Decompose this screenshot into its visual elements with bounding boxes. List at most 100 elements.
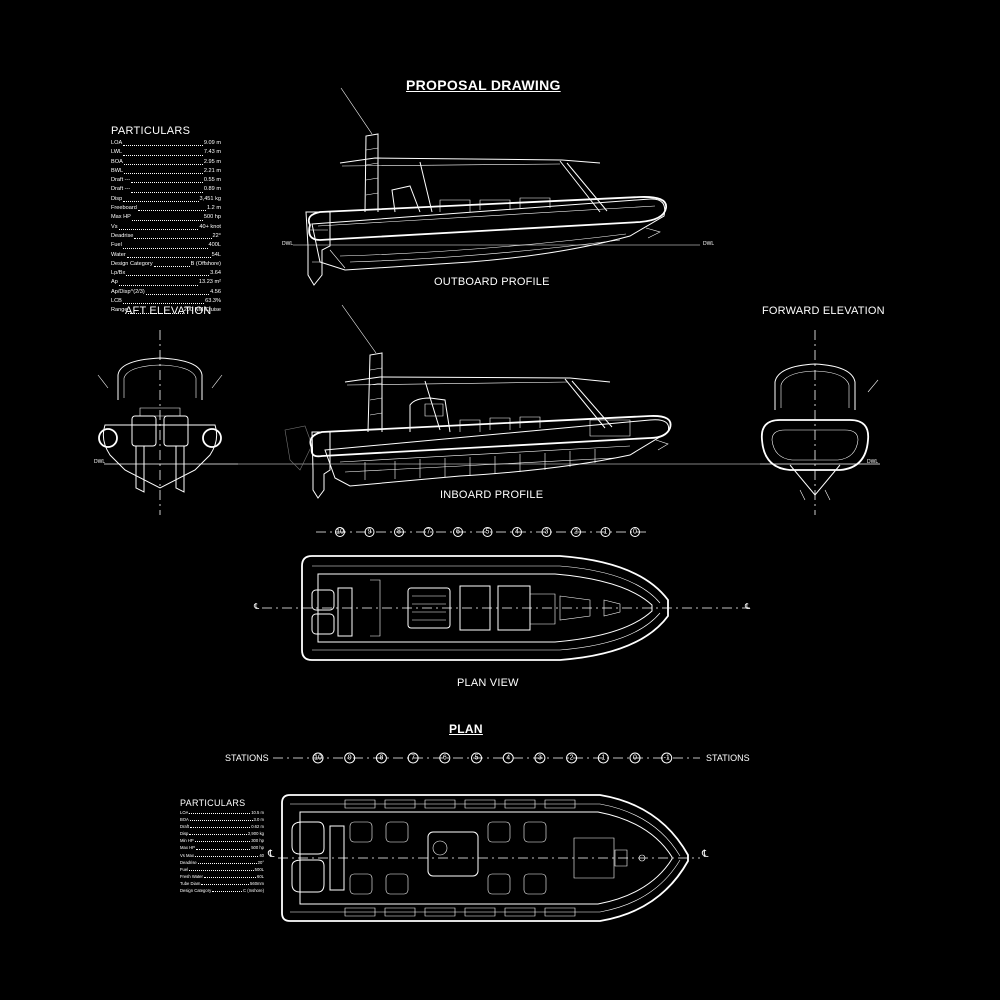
dwl-label: DWL	[282, 241, 294, 247]
transom-deck	[330, 826, 344, 890]
particulars-row-value: 0.89 m	[203, 186, 221, 193]
station-marker	[535, 753, 545, 763]
forward-elevation-drawing	[760, 330, 880, 515]
station-marker	[440, 753, 450, 763]
particulars-row-label: LOA	[180, 810, 189, 815]
particulars-row-label: Disp	[180, 831, 189, 837]
station-number: 6	[456, 529, 460, 536]
particulars-row-value: 3.64	[210, 270, 221, 277]
dwl-label: DWL	[703, 241, 715, 247]
particulars-row-value: B (Offshore)	[190, 260, 221, 267]
particulars-row-value: 63.3%	[205, 298, 221, 305]
t-top-roof	[340, 158, 600, 163]
station-number: 2	[574, 529, 578, 536]
particulars-row-label: Fuel	[180, 866, 189, 872]
console	[392, 186, 420, 212]
console	[410, 398, 450, 432]
particulars-row-label: Freeboard	[111, 205, 137, 212]
aft-elevation-drawing	[98, 330, 238, 515]
particulars-row-value: 7.43 m	[203, 149, 221, 156]
t-top-post	[368, 353, 382, 432]
station-marker	[630, 753, 640, 763]
particulars-title: PARTICULARS	[111, 125, 191, 137]
particulars-row-label: Tube Diam	[180, 880, 201, 886]
particulars-row-value: 300 hp	[251, 838, 264, 844]
outboard-motors	[136, 446, 184, 492]
particulars-row-value: C (Inshore)	[243, 888, 264, 894]
station-number: 8	[379, 755, 383, 762]
station-marker	[503, 753, 513, 763]
station-marker	[472, 753, 482, 763]
station-number: 2	[570, 755, 574, 762]
station-number: 0	[633, 529, 637, 536]
particulars-row-label: Ap/Disp^(2/3)	[111, 288, 145, 295]
station-number: 9	[348, 755, 352, 762]
seat	[132, 416, 156, 446]
particulars-row: Draft ---0.89 m	[111, 185, 221, 194]
particulars-row-value: 40	[259, 852, 264, 858]
station-number: 0	[633, 755, 637, 762]
station-number: 10	[314, 755, 322, 762]
particulars-row-value: 10.5 m	[251, 810, 264, 815]
antenna	[341, 88, 372, 134]
particulars-row-label: Max HP	[180, 845, 195, 851]
station-marker	[483, 528, 492, 537]
tube	[309, 197, 666, 240]
inboard-profile-label: INBOARD PROFILE	[440, 489, 544, 501]
station-marker	[542, 528, 551, 537]
inner-deck	[300, 812, 672, 904]
particulars-row: Min HP 300 hp	[180, 837, 264, 844]
plan-view-drawing	[262, 556, 750, 660]
particulars-row-label: Design Category	[111, 260, 153, 267]
station-marker	[567, 753, 577, 763]
station-number: -1	[664, 755, 670, 762]
motor	[292, 822, 324, 854]
particulars-row: Vs Max 40	[180, 852, 264, 859]
particulars-row-value: 560mm	[250, 880, 264, 886]
particulars-row-value: 2.21 m	[203, 167, 221, 174]
particulars-row: Design Category B (Offshore)	[111, 260, 221, 269]
particulars-row-label: Min HP	[180, 838, 194, 844]
station-marker	[365, 528, 374, 537]
particulars-row-value: 13.23 m²	[198, 279, 221, 286]
particulars-row-label: BOA	[111, 158, 123, 165]
particulars-row-value: 40+ knot	[199, 223, 221, 230]
station-number: 5	[486, 529, 490, 536]
station-marker	[395, 528, 404, 537]
station-number: 4	[506, 755, 510, 762]
stations-label-left: STATIONS	[225, 753, 269, 763]
transom-deck	[338, 588, 352, 636]
particulars-row: Tube Diam 560mm	[180, 880, 264, 887]
station-number: 7	[427, 529, 431, 536]
aft-elevation-label: AFT ELEVATION	[125, 305, 212, 317]
station-marker	[424, 528, 433, 537]
t-top-post	[365, 134, 378, 212]
seat-rows	[350, 822, 546, 894]
particulars-title-lower: PARTICULARS	[180, 798, 246, 808]
station-number: 1	[601, 755, 605, 762]
motor	[312, 614, 334, 634]
particulars-row-value: 400L	[208, 242, 221, 249]
outboard-profile-label: OUTBOARD PROFILE	[434, 276, 550, 288]
station-marker	[513, 528, 522, 537]
tube-outline	[302, 556, 668, 660]
particulars-row-value: 3,451 kg	[199, 195, 221, 202]
station-number: 1	[604, 529, 608, 536]
particulars-row-label: Vs Max	[180, 852, 194, 858]
particulars-row-label: Deadrise	[111, 232, 134, 239]
particulars-row-label: BOA	[180, 817, 189, 823]
station-marker	[572, 528, 581, 537]
t-top-frame	[775, 364, 855, 410]
